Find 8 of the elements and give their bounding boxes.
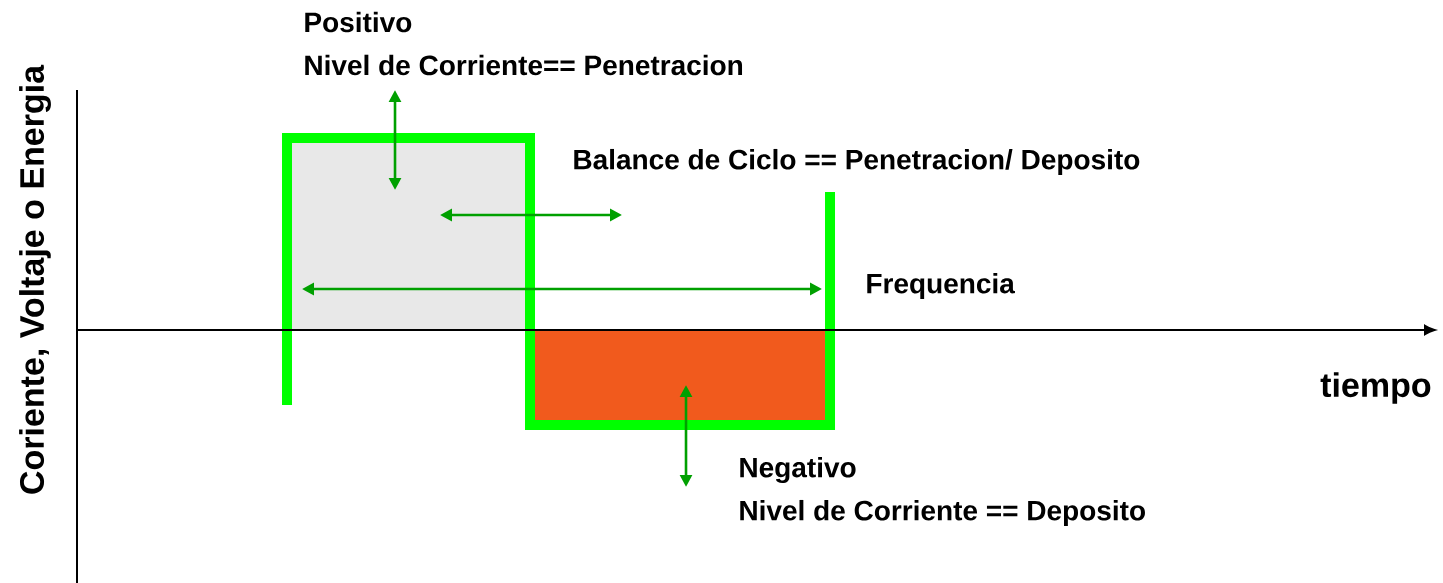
axis-title: tiempo [1320,372,1431,404]
axis-title: Coriente, Voltaje o Energia [19,64,51,494]
annotation-text: Nivel de Corriente== Penetracion [305,54,743,76]
annotation-text: Balance de Ciclo == Penetracion/ Deposito [574,148,1140,176]
annotation-text: Frequencia [867,272,1015,300]
annotation-text: Nivel de Corriente == Deposito [740,499,1145,527]
annotation-text: Positivo [305,11,412,33]
annotation-text: Negativo [740,456,856,484]
